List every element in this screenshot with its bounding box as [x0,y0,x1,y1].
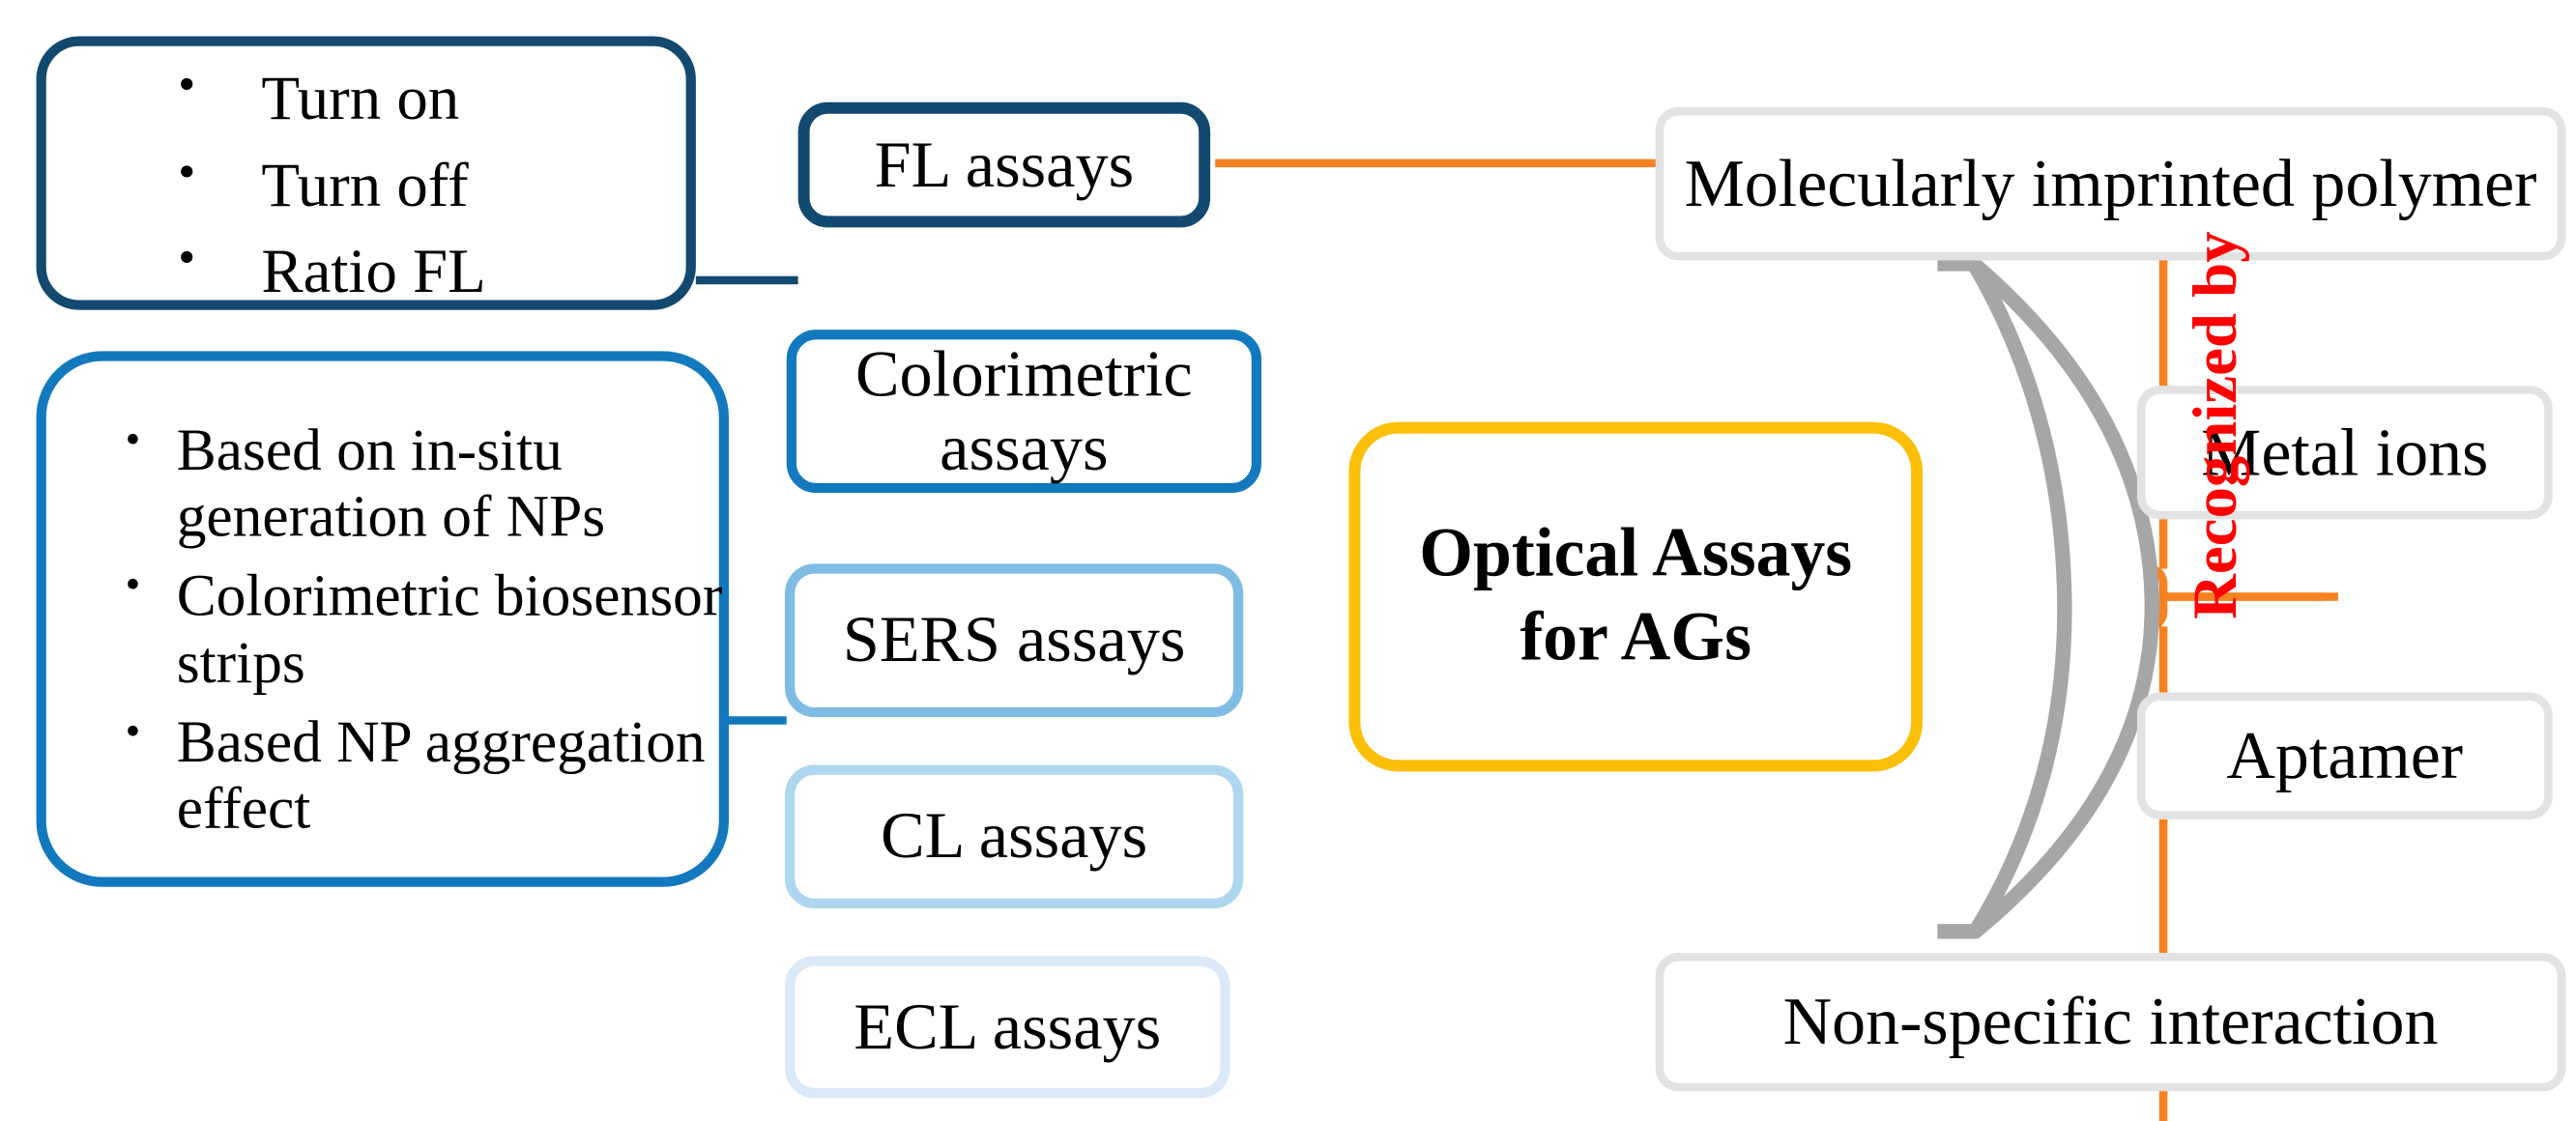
assay-node-fl[interactable]: FL assays [797,101,1211,228]
bullet-dot: • [178,144,196,199]
assay-node-colorimetric[interactable]: Colorimetric assays [786,330,1261,494]
bullet-dot: • [125,706,141,755]
recognized-by-label: Recognized by [2181,231,2251,619]
list-item: • Based NP aggregation effect [126,708,798,842]
recognition-node-aptamer[interactable]: Aptamer [2136,692,2553,819]
colorimetric-detail-box[interactable]: • Based on in-situ generation of NPs • C… [36,351,729,887]
central-node-optical-assays[interactable]: Optical Assays for AGs [1348,421,1924,772]
colorimetric-detail-list: • Based on in-situ generation of NPs • C… [46,361,838,897]
colorimetric-detail-item-0: Based on in-situ generation of NPs [176,416,606,549]
bullet-dot: • [125,560,141,609]
assay-node-sers[interactable]: SERS assays [785,563,1244,718]
bullet-dot: • [178,58,196,113]
fl-detail-item-0: Turn on [261,64,460,134]
list-item: • Based on in-situ generation of NPs [126,417,798,550]
fl-detail-list: • Turn on • Turn off • Ratio FL [46,46,818,327]
list-item: • Colorimetric biosensor strips [126,562,798,696]
recognition-bracket [1937,256,2072,939]
recognition-bracket-outer [1968,258,2159,937]
list-item: • Turn on [178,61,818,135]
bullet-dot: • [178,231,196,286]
fl-detail-item-2: Ratio FL [261,238,486,307]
fl-detail-box[interactable]: • Turn on • Turn off • Ratio FL [36,36,696,310]
recognition-node-metal-ions[interactable]: Metal ions [2136,386,2553,520]
list-item: • Turn off [178,144,818,221]
colorimetric-detail-item-2: Based NP aggregation effect [176,708,706,842]
central-node-line-2: for AGs [1520,599,1751,676]
recognition-node-nonspecific[interactable]: Non-specific interaction [1655,953,2566,1092]
assay-node-ecl[interactable]: ECL assays [785,956,1230,1099]
fl-detail-item-1: Turn off [261,151,469,221]
central-node-line-1: Optical Assays [1419,515,1853,592]
central-node-text: Optical Assays for AGs [1419,512,1852,681]
colorimetric-detail-item-1: Colorimetric biosensor strips [176,562,723,696]
list-item: • Ratio FL [178,231,818,308]
recognition-node-mip[interactable]: Molecularly imprinted polymer [1655,106,2566,261]
bullet-dot: • [125,415,141,463]
assay-node-cl[interactable]: CL assays [785,764,1244,908]
